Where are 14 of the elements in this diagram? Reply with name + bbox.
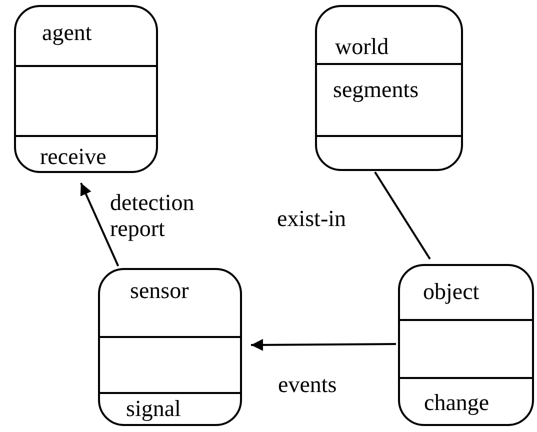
class-name: sensor (130, 278, 189, 304)
class-box (14, 5, 158, 173)
class-name: agent (42, 20, 92, 46)
arrow (80, 182, 120, 266)
class-box (398, 264, 534, 426)
class-box (98, 268, 242, 426)
class-member: segments (333, 77, 419, 103)
class-name: object (423, 279, 480, 305)
class-name: world (335, 34, 389, 60)
class-member: change (424, 390, 490, 416)
arrow (251, 338, 396, 351)
class-member: receive (40, 144, 106, 170)
class-box (315, 5, 463, 171)
class-member: signal (126, 396, 181, 422)
